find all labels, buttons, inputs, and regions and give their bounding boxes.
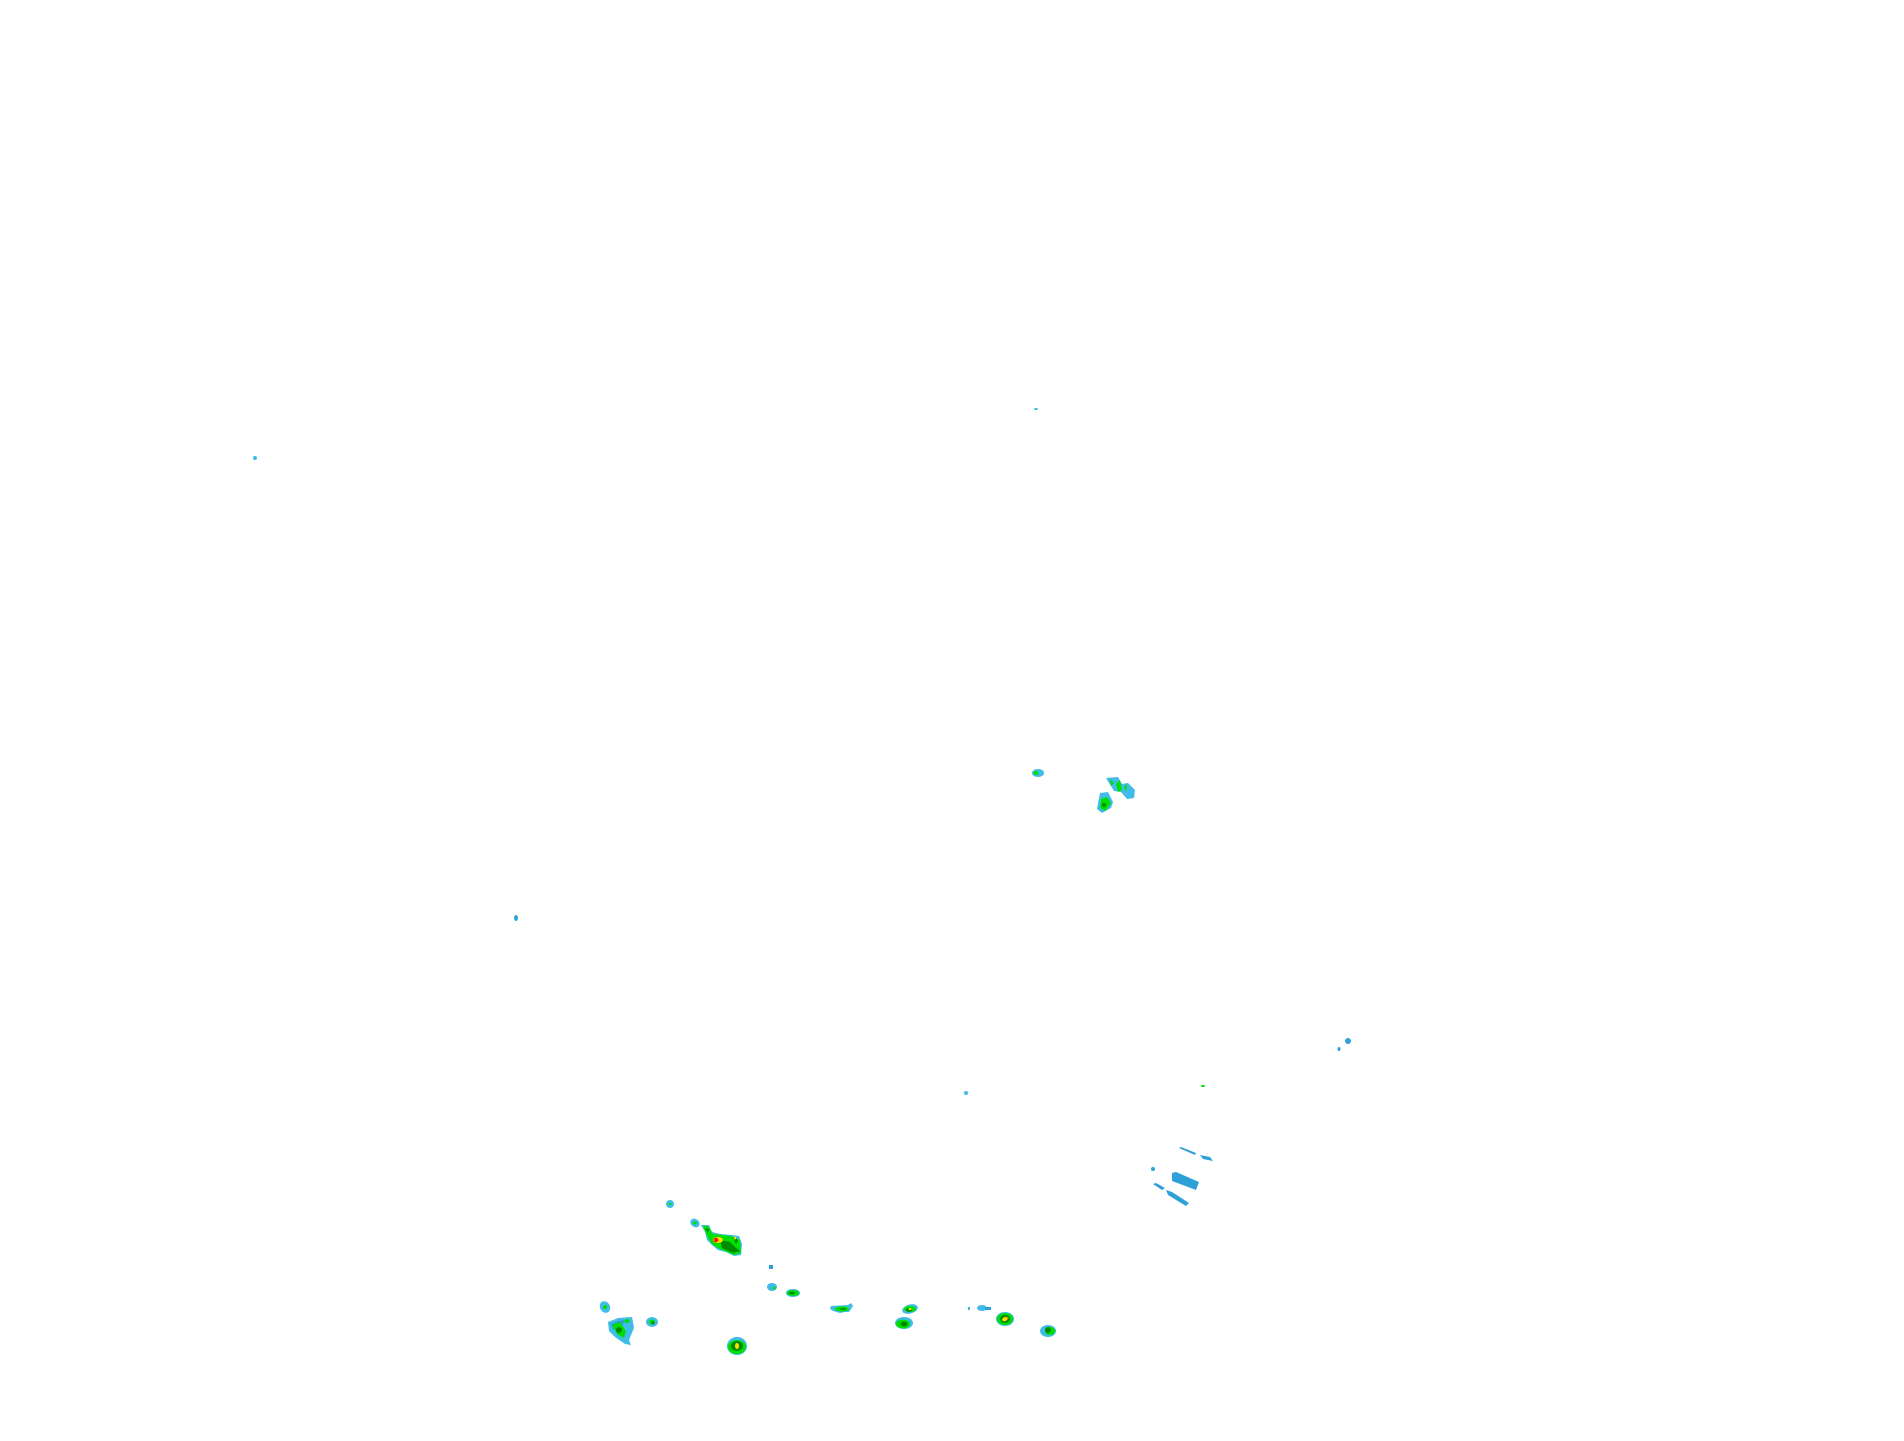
radar-echo [1045,1327,1051,1333]
radar-echo [1034,408,1038,410]
radar-echo [1005,1317,1009,1319]
radar-echo [900,1321,908,1327]
radar-echo [1153,1183,1165,1190]
echo-cluster-central [1032,769,1135,813]
radar-echo [616,1327,622,1333]
echo-streaks-east [1151,1147,1213,1206]
radar-echo [769,1265,773,1269]
radar-echo [977,1305,987,1311]
radar-echo [1166,1190,1189,1206]
radar-echo [908,1308,912,1310]
radar-echo [668,1203,672,1205]
radar-echo [1179,1147,1196,1155]
radar-echo [253,456,257,460]
radar-echo [968,1307,970,1310]
radar-echo [1102,803,1106,807]
radar-echo [767,1283,777,1291]
radar-echo [735,1343,739,1349]
echo-isolated [253,408,1351,1095]
radar-echo [1200,1155,1213,1161]
radar-echo [1337,1047,1341,1051]
radar-echo [840,1308,846,1310]
radar-echo [714,1238,718,1242]
radar-echo [651,1321,655,1325]
radar-echo [789,1291,795,1295]
radar-echo [624,1319,630,1323]
radar-echo [1345,1038,1351,1044]
radar-echo [985,1307,991,1310]
radar-echo [1151,1167,1155,1171]
radar-echo [1033,771,1039,775]
radar-echo [734,1236,736,1240]
radar-echo [603,1305,607,1309]
radar-echo [964,1091,968,1095]
radar-echo [1172,1172,1199,1190]
radar-echo [514,915,518,921]
radar-echo [693,1221,697,1225]
echo-line-south [599,1200,1056,1355]
radar-echo [1110,779,1127,792]
radar-echo [1201,1085,1205,1087]
radar-echo [772,1287,776,1289]
